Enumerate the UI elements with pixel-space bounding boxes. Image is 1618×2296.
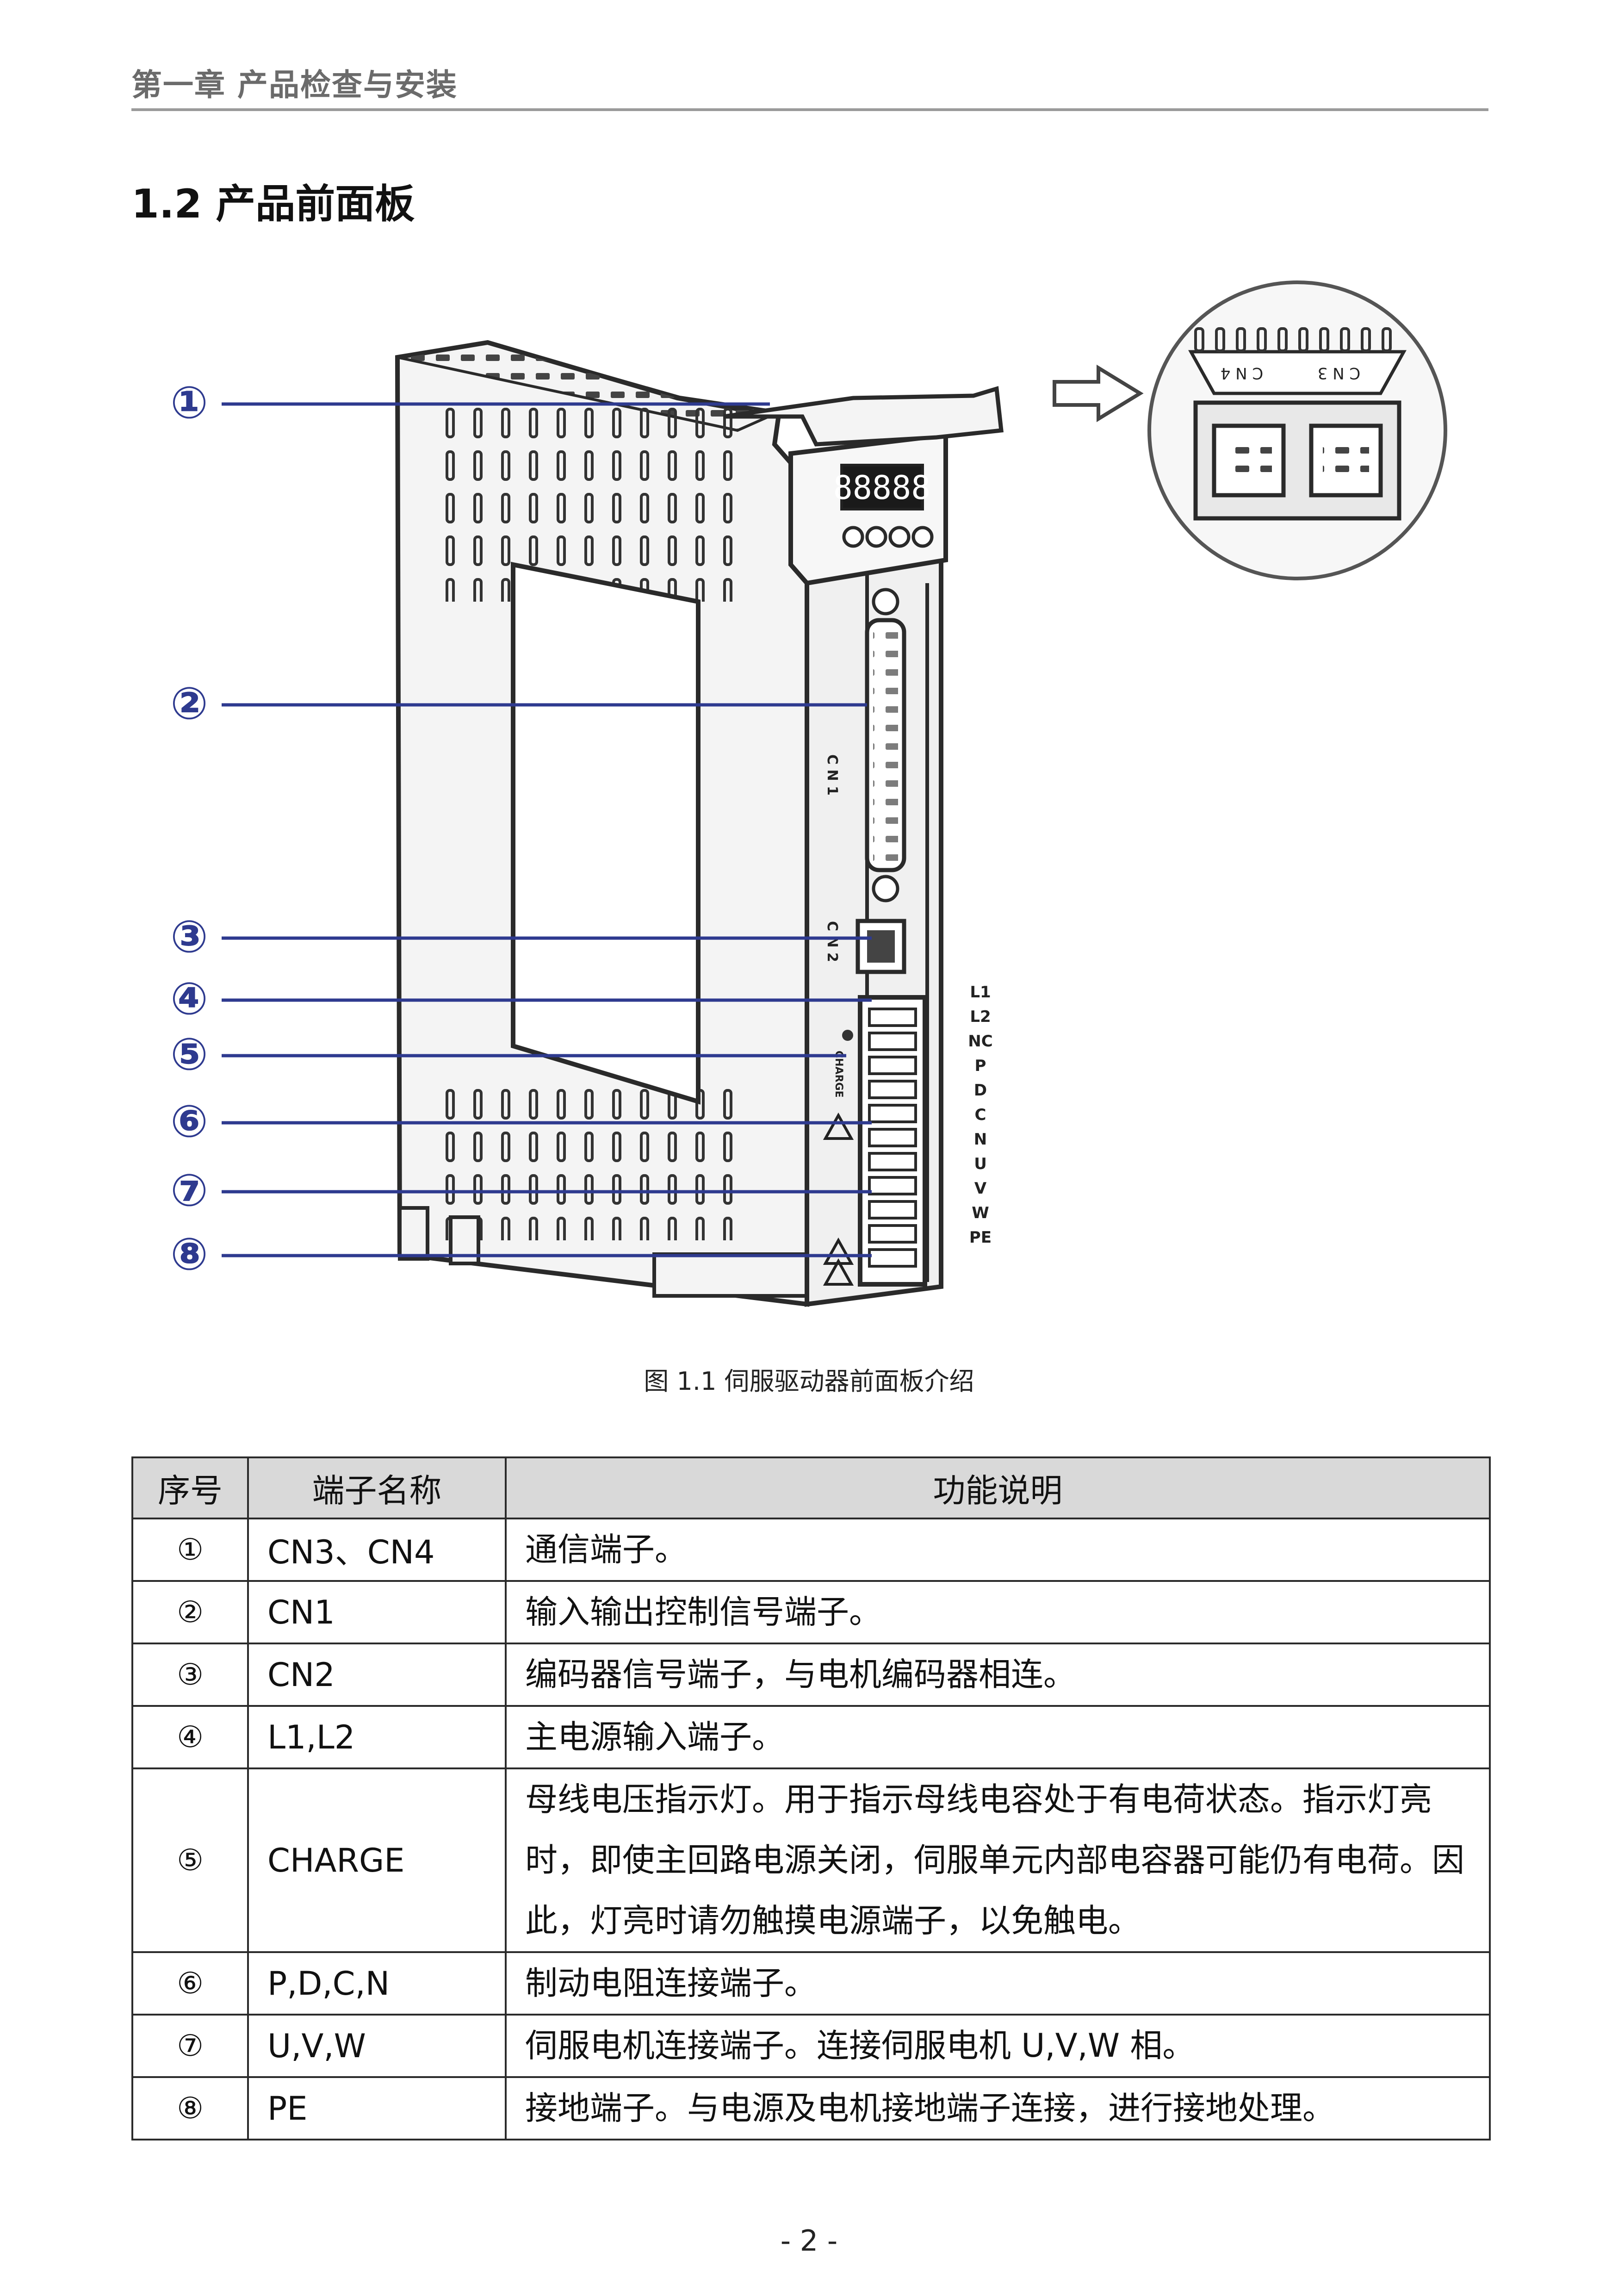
inset-label-cn3: C N 3 xyxy=(1318,364,1360,382)
drive-body xyxy=(395,340,809,1307)
terminal-label: C xyxy=(975,1106,986,1124)
cell-name: CN1 xyxy=(247,1580,507,1644)
cn2-label: C N 2 xyxy=(824,921,840,962)
cell-desc: 通信端子。 xyxy=(505,1518,1491,1582)
cell-name: PE xyxy=(247,2076,507,2140)
terminal-slot xyxy=(868,1080,917,1099)
terminal-slot xyxy=(868,1176,917,1195)
cell-no: ⑦ xyxy=(131,2014,249,2078)
panel-button-2[interactable] xyxy=(865,526,887,548)
cell-no: ④ xyxy=(131,1705,249,1769)
callout-marker: ⑥ xyxy=(170,1095,208,1147)
callout-marker: ③ xyxy=(170,911,208,963)
panel-button-3[interactable] xyxy=(888,526,911,548)
cell-no: ③ xyxy=(131,1643,249,1707)
callouts: ① ② ③ ④⑤ ⑥ ⑦ ⑧ xyxy=(170,377,872,1280)
cell-name: CN2 xyxy=(247,1643,507,1707)
cell-name: P,D,C,N xyxy=(247,1951,507,2016)
terminal-slot xyxy=(868,1224,917,1244)
cell-no: ⑤ xyxy=(131,1767,249,1953)
callout-marker: ⑦ xyxy=(170,1164,208,1216)
inset-detail: C N 4 C N 3 xyxy=(1147,280,1447,580)
cell-desc: 编码器信号端子，与电机编码器相连。 xyxy=(505,1643,1491,1707)
cell-desc: 输入输出控制信号端子。 xyxy=(505,1580,1491,1644)
cn2-connector: C N 2 xyxy=(824,919,906,974)
terminal-label: W xyxy=(972,1204,989,1222)
charge-label: CHARGE xyxy=(833,1051,844,1098)
terminal-slot xyxy=(868,1200,917,1220)
inset-label-cn4: C N 4 xyxy=(1221,364,1263,382)
terminal-label: NC xyxy=(968,1032,992,1051)
cell-name: U,V,W xyxy=(247,2014,507,2078)
terminal-slot xyxy=(868,1032,917,1051)
figure-caption: 图 1.1 伺服驱动器前面板介绍 xyxy=(644,1367,974,1396)
panel-button-4[interactable] xyxy=(911,526,934,548)
table-header-row: 序号 端子名称 功能说明 xyxy=(131,1456,1491,1519)
cell-name: CHARGE xyxy=(247,1767,507,1953)
terminal-label: L1 xyxy=(970,983,991,1002)
panel-button-1[interactable] xyxy=(842,526,864,548)
cell-no: ② xyxy=(131,1580,249,1644)
terminal-slot xyxy=(868,1152,917,1171)
cell-desc: 接地端子。与电源及电机接地端子连接，进行接地处理。 xyxy=(505,2076,1491,2140)
callout-marker: ⑤ xyxy=(170,1028,208,1080)
column-header-function: 功能说明 xyxy=(505,1456,1491,1519)
terminal-label: D xyxy=(974,1081,987,1100)
cell-no: ① xyxy=(131,1518,249,1582)
terminal-slot xyxy=(868,1104,917,1123)
terminal-slot xyxy=(868,1128,917,1147)
terminal-slot xyxy=(868,1008,917,1027)
inset-arrow xyxy=(1053,364,1144,423)
display-digits: 88888 xyxy=(833,469,931,507)
terminal-label: P xyxy=(975,1057,986,1075)
column-header-no: 序号 xyxy=(131,1456,249,1519)
terminal-label: L2 xyxy=(970,1008,991,1026)
cell-no: ⑧ xyxy=(131,2076,249,2140)
chapter-header: 第一章 产品检查与安装 xyxy=(131,67,458,103)
terminal-label: U xyxy=(974,1155,987,1173)
terminal-block xyxy=(823,995,927,1287)
column-header-name: 端子名称 xyxy=(247,1456,507,1519)
terminal-slot xyxy=(868,1056,917,1075)
terminal-label: N xyxy=(974,1130,987,1149)
terminal-label: PE xyxy=(969,1228,992,1247)
charge-lamp: CHARGE xyxy=(823,1030,854,1140)
cn1-connector: C N 1 xyxy=(824,588,906,902)
section-title: 1.2 产品前面板 xyxy=(131,181,415,227)
cell-no: ⑥ xyxy=(131,1951,249,2016)
terminal-label: V xyxy=(974,1179,987,1198)
cell-name: L1,L2 xyxy=(247,1705,507,1769)
callout-marker: ④ xyxy=(170,973,208,1025)
cell-desc: 母线电压指示灯。用于指示母线电容处于有电荷状态。指示灯亮时，即使主回路电源关闭，… xyxy=(505,1767,1491,1953)
terminal-slot xyxy=(868,1248,917,1268)
callout-marker: ⑧ xyxy=(170,1228,208,1280)
led-display: 88888 xyxy=(833,464,931,510)
page-number: - 2 - xyxy=(780,2224,838,2258)
cell-desc: 主电源输入端子。 xyxy=(505,1705,1491,1769)
panel-buttons xyxy=(842,526,934,548)
cn1-label: C N 1 xyxy=(824,754,840,796)
header-divider xyxy=(131,108,1488,111)
cell-name: CN3、CN4 xyxy=(247,1518,507,1582)
cell-desc: 伺服电机连接端子。连接伺服电机 U,V,W 相。 xyxy=(505,2014,1491,2078)
cell-desc: 制动电阻连接端子。 xyxy=(505,1951,1491,2016)
callout-marker: ① xyxy=(170,377,208,429)
callout-marker: ② xyxy=(170,678,208,729)
